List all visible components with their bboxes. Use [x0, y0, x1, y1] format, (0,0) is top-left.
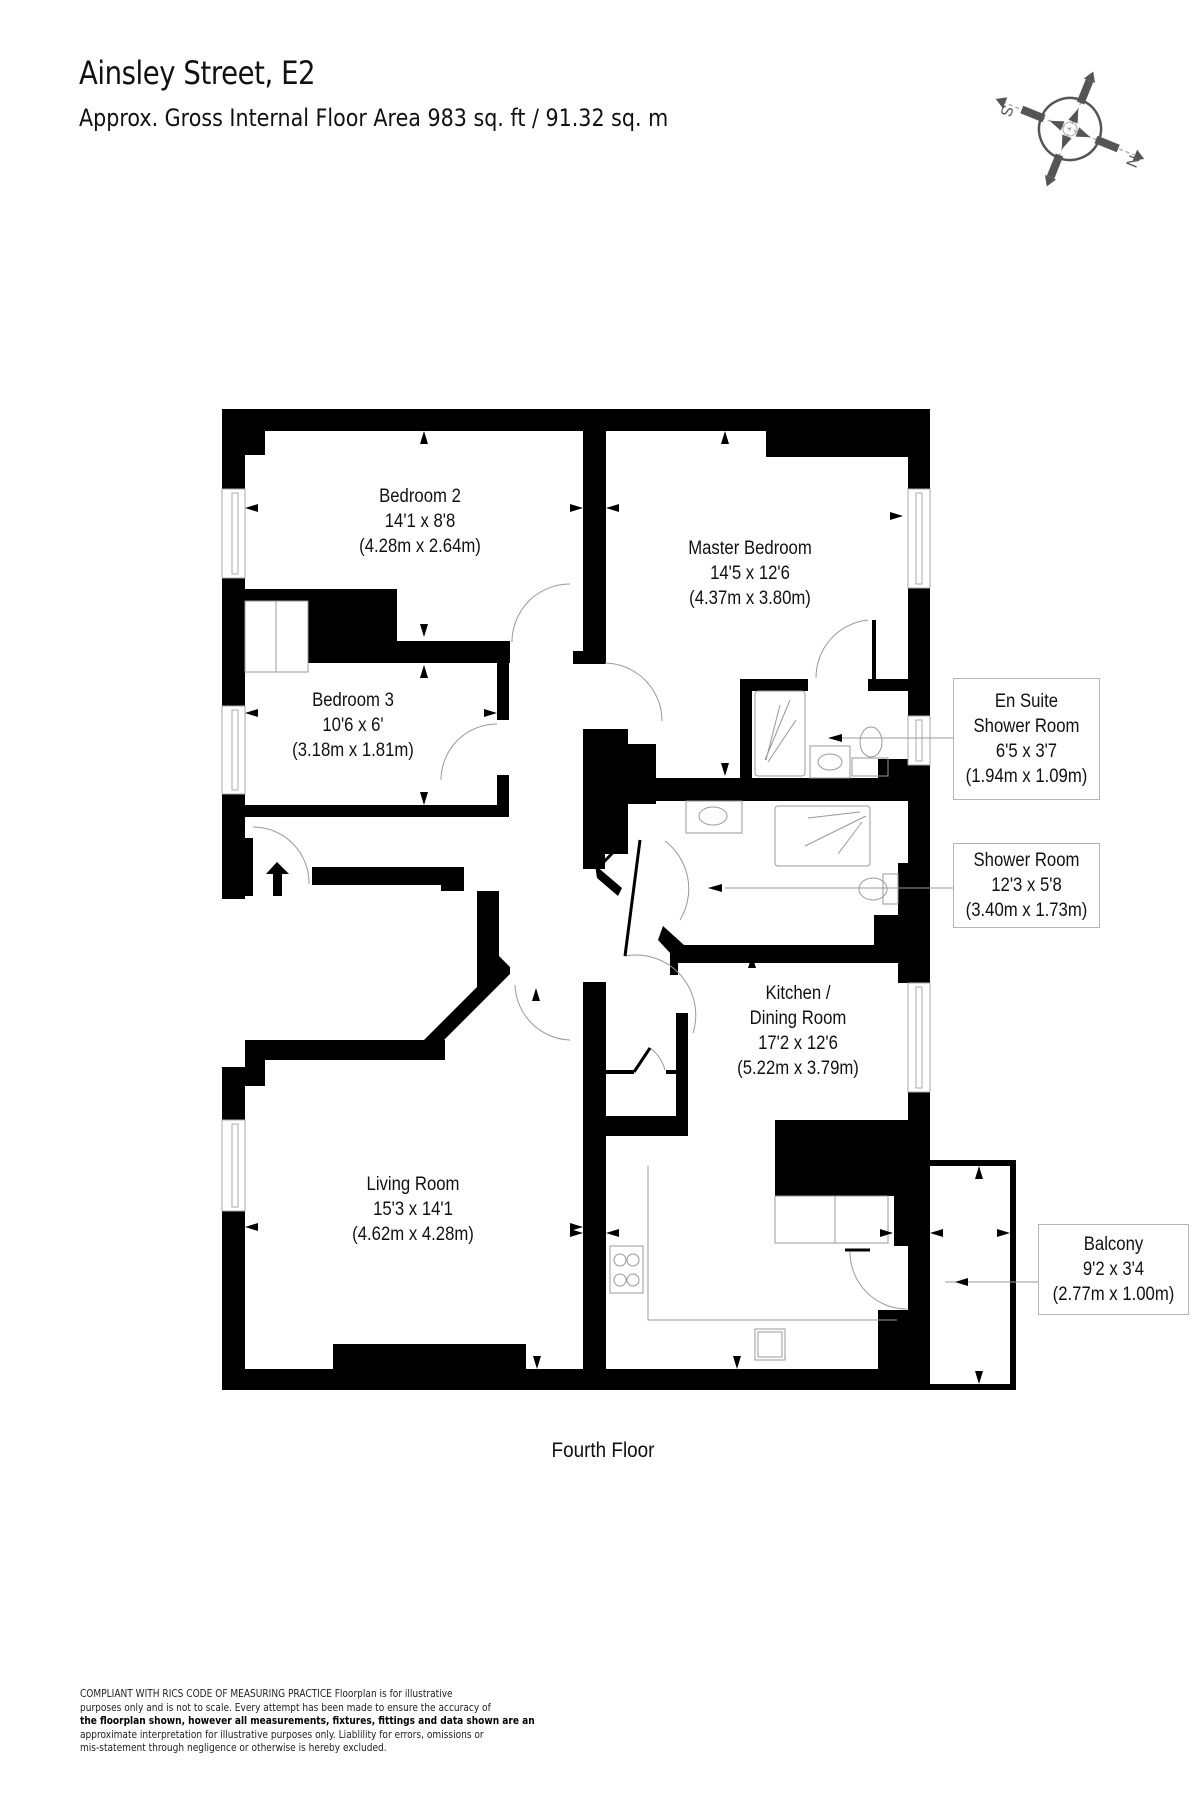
- fixtures: [244, 600, 1038, 1361]
- callout-size-metric: (1.94m x 1.09m): [965, 766, 1088, 787]
- room-kitchen-dining: Kitchen / Dining Room 17'2 x 12'6 (5.22m…: [737, 981, 859, 1081]
- callout-size-imperial: 12'3 x 5'8: [991, 875, 1062, 896]
- room-size-imperial: 14'1 x 8'8: [384, 511, 456, 532]
- room-size-imperial: 10'6 x 6': [322, 715, 384, 736]
- room-size-imperial: 17'2 x 12'6: [758, 1033, 838, 1054]
- room-name: Living Room: [366, 1174, 460, 1195]
- room-bedroom-2: Bedroom 2 14'1 x 8'8 (4.28m x 2.64m): [359, 484, 481, 559]
- callout-name-line2: Shower Room: [973, 716, 1080, 737]
- windows: [221, 488, 931, 1093]
- callout-size-metric: (3.40m x 1.73m): [965, 900, 1088, 921]
- room-size-metric: (4.62m x 4.28m): [352, 1224, 474, 1245]
- callout-balcony: Balcony 9'2 x 3'4 (2.77m x 1.00m): [1038, 1224, 1189, 1315]
- door-leaves: [598, 839, 870, 1252]
- room-name-line2: Dining Room: [749, 1008, 847, 1029]
- walls: [222, 409, 1016, 1390]
- room-name: Bedroom 2: [379, 486, 461, 507]
- disclaimer-line: purposes only and is not to scale. Every…: [80, 1701, 491, 1714]
- disclaimer-line: approximate interpretation for illustrat…: [80, 1728, 484, 1741]
- callout-name: Shower Room: [973, 850, 1080, 871]
- disclaimer-line: COMPLIANT WITH RICS CODE OF MEASURING PR…: [80, 1688, 453, 1700]
- callout-name: Balcony: [1083, 1234, 1144, 1255]
- room-name: Bedroom 3: [312, 690, 394, 711]
- door-swings: [252, 583, 908, 1310]
- room-size-metric: (3.18m x 1.81m): [292, 740, 414, 761]
- room-bedroom-3: Bedroom 3 10'6 x 6' (3.18m x 1.81m): [292, 688, 414, 763]
- entrance-arrow-icon: [266, 862, 289, 896]
- room-name: Master Bedroom: [688, 538, 812, 559]
- floor-area-subtitle: Approx. Gross Internal Floor Area 983 sq…: [79, 104, 669, 132]
- floor-label: Fourth Floor: [551, 1439, 655, 1462]
- callout-shower-room: Shower Room 12'3 x 5'8 (3.40m x 1.73m): [953, 843, 1100, 928]
- room-name-line1: Kitchen /: [765, 983, 831, 1004]
- room-size-imperial: 14'5 x 12'6: [710, 563, 790, 584]
- disclaimer-line: mis-statement through negligence or othe…: [80, 1742, 387, 1755]
- room-size-metric: (4.28m x 2.64m): [359, 536, 481, 557]
- disclaimer-text: COMPLIANT WITH RICS CODE OF MEASURING PR…: [80, 1688, 535, 1756]
- dimension-arrows: [245, 431, 1010, 1384]
- compass-rose-icon: S N: [995, 71, 1145, 187]
- callout-size-imperial: 6'5 x 3'7: [995, 741, 1058, 762]
- callout-size-imperial: 9'2 x 3'4: [1082, 1259, 1145, 1280]
- callout-name-line1: En Suite: [994, 691, 1059, 712]
- callout-en-suite: En Suite Shower Room 6'5 x 3'7 (1.94m x …: [953, 678, 1100, 800]
- room-size-metric: (4.37m x 3.80m): [689, 588, 811, 609]
- room-living-room: Living Room 15'3 x 14'1 (4.62m x 4.28m): [352, 1172, 474, 1247]
- callout-size-metric: (2.77m x 1.00m): [1052, 1284, 1175, 1305]
- disclaimer-line: the floorplan shown, however all measure…: [80, 1715, 535, 1728]
- room-size-imperial: 15'3 x 14'1: [373, 1199, 453, 1220]
- room-master-bedroom: Master Bedroom 14'5 x 12'6 (4.37m x 3.80…: [688, 536, 812, 611]
- room-size-metric: (5.22m x 3.79m): [737, 1058, 859, 1079]
- property-title: Ainsley Street, E2: [79, 54, 316, 92]
